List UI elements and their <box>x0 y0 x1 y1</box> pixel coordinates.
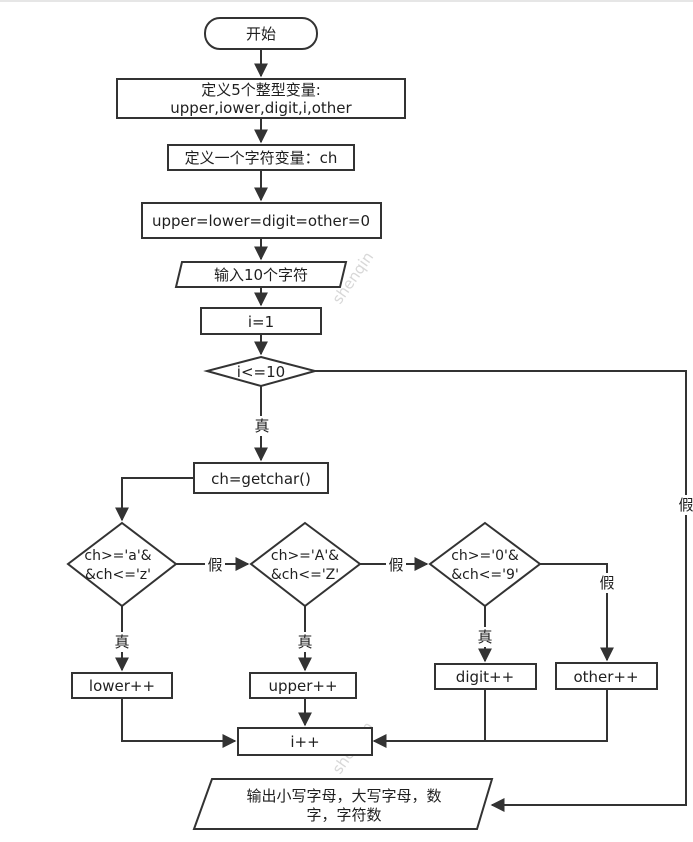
node-cond-upper-line2: &ch<='Z' <box>271 567 339 583</box>
node-loop-cond-label: i<=10 <box>237 363 285 381</box>
edge-label-loop-true: 真 <box>254 417 269 435</box>
node-output-line1: 输出小写字母，大写字母，数 <box>246 787 441 805</box>
edge-labels: 真 假 假 假 假 真 真 真 <box>112 416 693 652</box>
node-cond-digit-line1: ch>='0'& <box>451 548 519 564</box>
edge-digitinc-to-iinc <box>372 689 486 748</box>
node-output-line2: 字，字符数 <box>306 806 381 824</box>
node-input-label: 输入10个字符 <box>214 266 308 284</box>
node-upper-inc: upper++ <box>249 672 357 699</box>
node-getchar-label: ch=getchar() <box>211 470 311 488</box>
node-lower-inc: lower++ <box>71 672 173 699</box>
edge-digit-false <box>540 563 614 662</box>
node-declare-char-label: 定义一个字符变量：ch <box>185 149 338 167</box>
edge-label-lower-false: 假 <box>207 556 222 574</box>
node-init-i-label: i=1 <box>248 313 274 331</box>
node-cond-digit: ch>='0'& &ch<='9' <box>428 521 542 608</box>
node-getchar: ch=getchar() <box>193 462 329 494</box>
node-other-inc: other++ <box>555 662 658 690</box>
node-cond-lower: ch>='a'& &ch<='z' <box>66 521 178 608</box>
node-output: 输出小写字母，大写字母，数 字，字符数 <box>192 778 494 830</box>
node-declare-ints-line1: 定义5个整型变量: <box>201 81 321 99</box>
node-cond-upper-line1: ch>='A'& <box>271 548 339 564</box>
edge-label-loop-false: 假 <box>678 496 693 514</box>
node-digit-inc-label: digit++ <box>456 668 514 686</box>
edge-label-digit-true: 真 <box>477 628 492 646</box>
edge-label-upper-false: 假 <box>388 556 403 574</box>
node-cond-lower-line1: ch>='a'& <box>84 548 151 564</box>
edge-otherinc-to-iinc <box>485 689 608 742</box>
node-init-i: i=1 <box>200 307 322 335</box>
node-loop-cond: i<=10 <box>203 355 319 388</box>
edge-label-lower-true: 真 <box>114 633 129 651</box>
node-i-inc-label: i++ <box>290 733 319 751</box>
edge-lowerinc-to-iinc <box>121 698 237 748</box>
node-start: 开始 <box>204 17 318 50</box>
node-i-inc: i++ <box>237 727 373 756</box>
node-cond-upper: ch>='A'& &ch<='Z' <box>249 521 362 608</box>
node-digit-inc: digit++ <box>434 663 537 690</box>
node-input: 输入10个字符 <box>174 261 348 288</box>
edge-loop-false <box>315 370 687 812</box>
node-lower-inc-label: lower++ <box>89 677 155 695</box>
node-declare-char: 定义一个字符变量：ch <box>167 144 355 171</box>
node-init-counts-label: upper=lower=digit=other=0 <box>152 212 370 230</box>
node-upper-inc-label: upper++ <box>268 677 337 695</box>
node-declare-ints-line2: upper,iower,digit,i,other <box>170 99 352 117</box>
node-cond-digit-line2: &ch<='9' <box>451 567 519 583</box>
edge-label-digit-false: 假 <box>599 574 614 592</box>
node-other-inc-label: other++ <box>573 668 638 686</box>
node-declare-ints: 定义5个整型变量: upper,iower,digit,i,other <box>116 78 406 119</box>
node-start-label: 开始 <box>246 25 276 43</box>
node-cond-lower-line2: &ch<='z' <box>85 567 151 583</box>
edge-label-upper-true: 真 <box>297 633 312 651</box>
node-init-counts: upper=lower=digit=other=0 <box>141 202 382 239</box>
edge-getchar-to-lower-cond <box>115 477 193 522</box>
